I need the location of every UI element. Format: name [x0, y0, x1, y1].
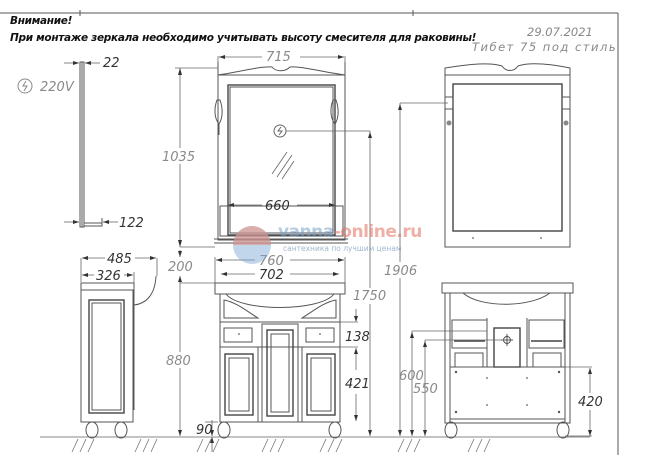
vanity-front-view: 760 702 200 880 90 138 421: [163, 102, 448, 452]
dim-1035: 1035: [162, 150, 195, 165]
dim-122: 122: [119, 216, 144, 231]
right-sconce: [330, 99, 339, 135]
watermark-tagline: сантехника по лучшим ценам: [283, 244, 402, 253]
dim-485: 485: [107, 252, 132, 267]
watermark-brand-prefix: vanna: [278, 222, 334, 242]
dim-420: 420: [578, 395, 603, 410]
drawing-frame: [0, 10, 619, 455]
electric-outlet-icon: [17, 78, 33, 94]
floor-line: [40, 436, 590, 453]
dim-550: 550: [413, 382, 438, 397]
dim-660: 660: [265, 199, 290, 214]
dim-22: 22: [103, 56, 120, 71]
dim-1750: 1750: [353, 289, 386, 304]
mirror-front-view: 715 1035 660: [160, 50, 370, 247]
dim-715: 715: [266, 50, 291, 65]
dim-326: 326: [96, 269, 121, 284]
watermark-logo-icon: [233, 226, 271, 264]
mirror-side-view: 22 122 220V: [17, 56, 144, 231]
electric-outlet-icon: [273, 124, 287, 138]
dim-600: 600: [399, 369, 424, 384]
drawing-date: 29.07.2021: [527, 25, 593, 39]
watermark-brand: vanna-online.ru: [278, 222, 422, 242]
dim-200: 200: [168, 260, 193, 275]
dim-702: 702: [259, 268, 284, 283]
warning-text: При монтаже зеркала необходимо учитывать…: [10, 32, 477, 44]
watermark-brand-suffix: -online.ru: [333, 222, 423, 242]
warning-heading: Внимание!: [10, 15, 73, 27]
dim-90: 90: [196, 423, 213, 438]
vanity-side-view: 485 326: [80, 252, 158, 439]
dim-1906: 1906: [384, 264, 417, 279]
mirror-rear-view: [444, 63, 571, 248]
dim-880: 880: [166, 354, 191, 369]
dim-138: 138: [345, 330, 370, 345]
vanity-rear-view: 600 550 420: [399, 282, 603, 439]
dim-760: 760: [259, 254, 284, 269]
voltage-label: 220V: [40, 80, 75, 95]
dim-421: 421: [345, 377, 370, 392]
left-sconce: [214, 99, 223, 135]
model-name: Тибет 75 под стиль: [472, 40, 618, 54]
